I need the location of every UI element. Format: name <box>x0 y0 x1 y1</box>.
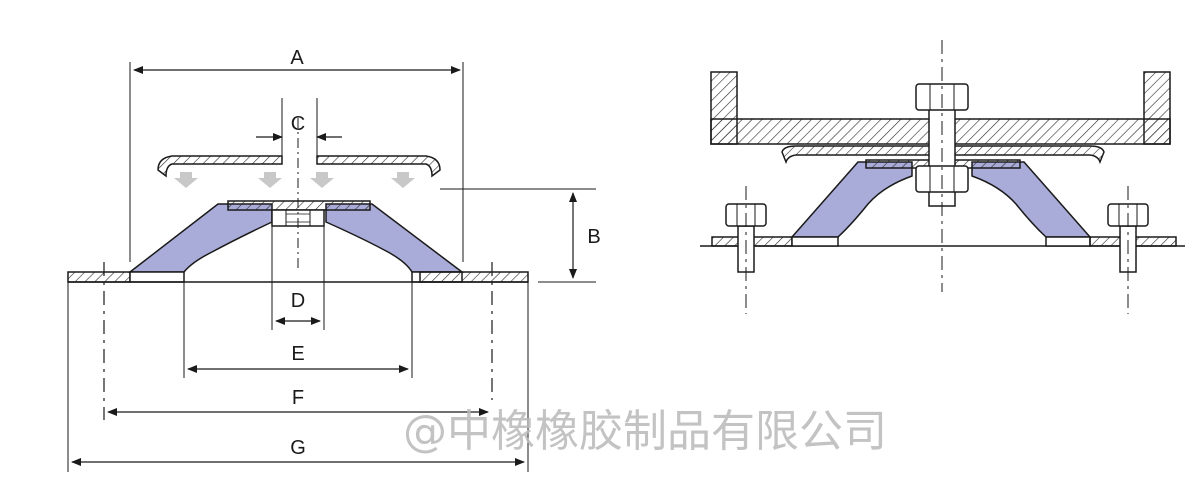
rubber-element <box>127 203 465 273</box>
dimension-c-label: C <box>291 113 305 135</box>
dimension-b-label: B <box>587 226 600 248</box>
load-arrows <box>174 172 415 188</box>
load-arrow <box>174 172 198 188</box>
base-flange <box>67 271 529 283</box>
dimension-f-label: F <box>292 387 304 409</box>
dimension-g-label: G <box>290 437 306 459</box>
installation-drawing <box>700 40 1185 314</box>
cover-plate <box>157 155 441 178</box>
extension-lines <box>67 62 596 472</box>
load-arrow <box>258 172 282 188</box>
dimensioned-mount-drawing: A C B D E F G <box>67 47 601 472</box>
dimension-e-label: E <box>291 343 304 365</box>
watermark-text: @中橡橡胶制品有限公司 <box>403 406 887 457</box>
load-arrow <box>391 172 415 188</box>
load-arrow <box>310 172 334 188</box>
installed-rubber-element <box>790 161 1092 238</box>
inner-top-plate <box>227 200 371 211</box>
dimension-d-label: D <box>291 290 305 312</box>
dimension-a-label: A <box>290 47 304 69</box>
